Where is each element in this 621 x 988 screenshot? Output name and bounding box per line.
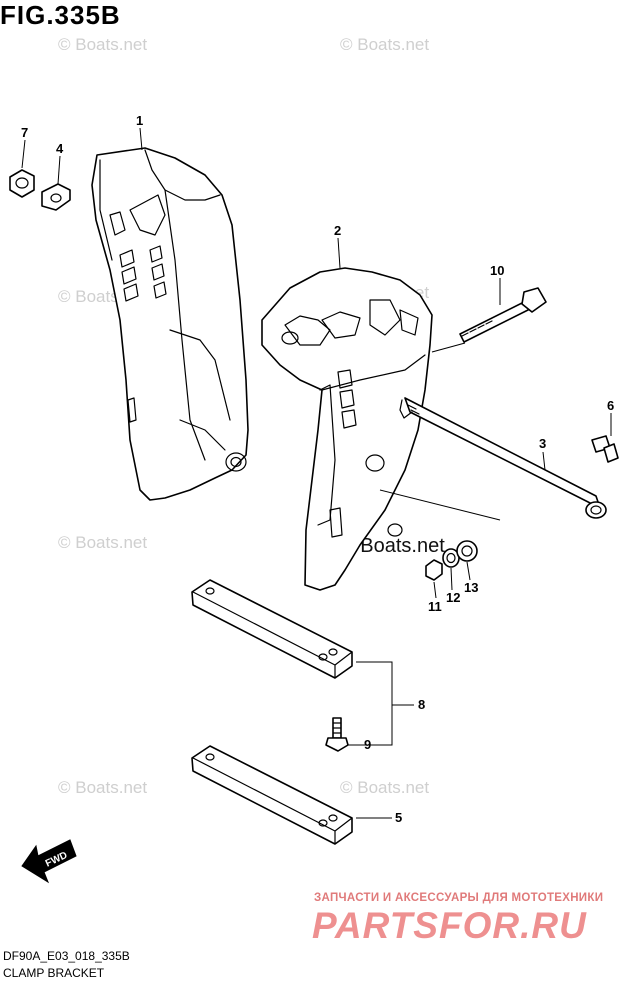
- part-10-bolt: [459, 287, 547, 343]
- label-9: 9: [364, 737, 371, 752]
- part-7-nut: [9, 169, 35, 198]
- branding-logo-text: PARTSFOR.RU: [312, 905, 587, 946]
- label-7: 7: [21, 125, 28, 140]
- watermark: © Boats.net: [58, 35, 147, 54]
- watermark: © Boats.net: [340, 778, 429, 797]
- watermark: © Boats.net: [58, 778, 147, 797]
- parts-11-12-13-nut-washers: [425, 540, 478, 581]
- part-3-tilt-rod: [399, 397, 607, 519]
- label-3: 3: [539, 436, 546, 451]
- branding-subtitle: ЗАПЧАСТИ И АКСЕССУАРЫ ДЛЯ МОТОТЕХНИКИ: [314, 892, 604, 904]
- part-1-clamp-bracket-port: [91, 147, 249, 501]
- part-5-clamp-plate: [191, 745, 353, 845]
- figure-title: FIG.335B: [0, 0, 121, 30]
- part-9-bolt: [325, 717, 349, 752]
- label-6: 6: [607, 398, 614, 413]
- label-11: 11: [428, 599, 442, 614]
- part-8-clamp-plate: [191, 579, 353, 679]
- watermarks: © Boats.net © Boats.net © Boats.net © Bo…: [58, 35, 445, 797]
- label-2: 2: [334, 223, 341, 238]
- watermark: © Boats.net: [340, 35, 429, 54]
- part-number-labels: 1 2 3 4 5 6 7 8 9 10 11 12 13: [21, 113, 614, 825]
- label-4: 4: [56, 141, 64, 156]
- label-5: 5: [395, 810, 402, 825]
- fwd-arrow-icon: FWD: [21, 839, 77, 884]
- part-6-bolt: [591, 435, 619, 463]
- part-4-plate: [41, 183, 71, 211]
- label-12: 12: [446, 590, 460, 605]
- watermark-main: © Boats.net: [340, 535, 445, 557]
- label-8: 8: [418, 697, 425, 712]
- label-10: 10: [490, 263, 504, 278]
- label-13: 13: [464, 580, 478, 595]
- label-1: 1: [136, 113, 143, 128]
- leader-lines: [21, 127, 612, 819]
- part-2-clamp-bracket-starboard: [261, 267, 433, 591]
- watermark: © Boats.net: [58, 533, 147, 552]
- footer-diagram-code: DF90A_E03_018_335B: [3, 949, 130, 963]
- footer-assembly-name: CLAMP BRACKET: [3, 966, 105, 980]
